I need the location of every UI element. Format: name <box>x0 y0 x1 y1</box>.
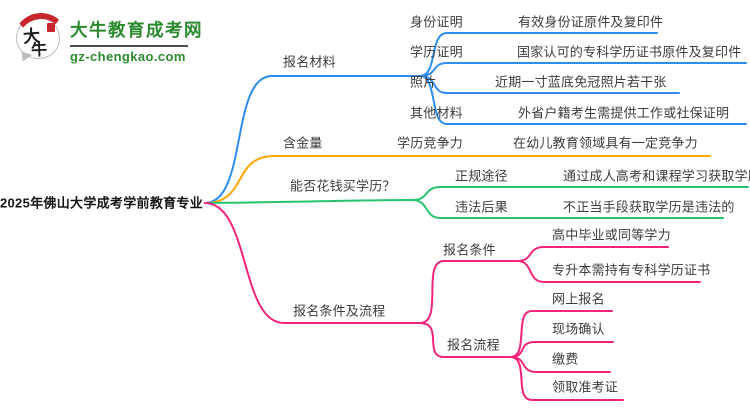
node-condition-highschool: 高中毕业或同等学力 <box>552 227 671 243</box>
branch-lines-process <box>204 202 701 401</box>
node-competitiveness-detail: 在幼儿教育领域具有一定竞争力 <box>513 135 698 151</box>
branch-lines-value <box>204 155 711 204</box>
branch-lines-buy <box>204 186 749 219</box>
node-step-onsite: 现场确认 <box>552 321 605 337</box>
logo-site-name: 大牛教育成考网 <box>70 20 203 40</box>
node-other-materials-detail: 外省户籍考生需提供工作或社保证明 <box>518 105 730 121</box>
node-buy-degree: 能否花钱买学历？ <box>290 178 396 194</box>
node-legit-way-detail: 通过成人高考和课程学习获取学历 <box>563 168 750 184</box>
logo-mark-char-bottom: 牛 <box>30 39 48 60</box>
logo-text-block: 大牛教育成考网 gz-chengkao.com <box>70 13 203 64</box>
node-conditions: 报名条件 <box>443 242 496 258</box>
node-competitiveness: 学历竞争力 <box>397 135 464 151</box>
node-legit-way: 正规途径 <box>455 168 508 184</box>
node-id-proof: 身份证明 <box>410 14 463 30</box>
logo-red-seal <box>47 23 55 32</box>
node-other-materials: 其他材料 <box>410 105 463 121</box>
node-step-online: 网上报名 <box>552 291 605 307</box>
node-materials: 报名材料 <box>283 54 336 70</box>
node-illegal-detail: 不正当手段获取学历是违法的 <box>563 199 735 215</box>
logo-divider <box>70 45 188 47</box>
mindmap-root-node: 2025年佛山大学成考学前教育专业 <box>0 195 204 211</box>
branch-lines-materials <box>204 32 747 204</box>
node-value: 含金量 <box>283 135 323 151</box>
logo-domain-url: gz-chengkao.com <box>70 48 186 64</box>
logo-bubble-icon: 大 牛 <box>11 10 71 69</box>
node-step-ticket: 领取准考证 <box>552 379 619 395</box>
node-photo-detail: 近期一寸蓝底免冠照片若干张 <box>495 74 667 90</box>
node-process: 报名流程 <box>447 337 500 353</box>
site-logo: 大 牛 大牛教育成考网 gz-chengkao.com <box>11 10 203 69</box>
node-condition-college: 专升本需持有专科学历证书 <box>552 262 711 278</box>
node-id-proof-detail: 有效身份证原件及复印件 <box>518 14 664 30</box>
node-edu-proof-detail: 国家认可的专科学历证书原件及复印件 <box>517 44 742 60</box>
node-conditions-process: 报名条件及流程 <box>293 303 386 319</box>
node-illegal: 违法后果 <box>455 199 508 215</box>
node-edu-proof: 学历证明 <box>410 44 463 60</box>
node-photo: 照片 <box>410 74 437 90</box>
node-step-pay: 缴费 <box>552 351 579 367</box>
